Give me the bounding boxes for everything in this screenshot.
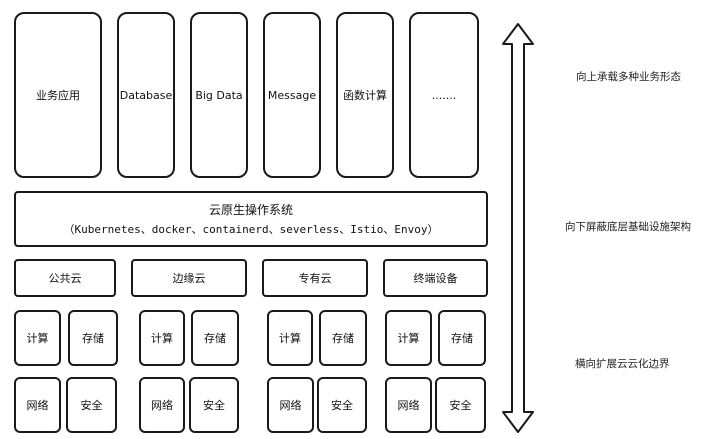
- public-cloud-network-box: 网络: [14, 377, 61, 433]
- cloud-native-os-box: 云原生操作系统 （Kubernetes、docker、containerd、se…: [14, 191, 488, 247]
- private-cloud-security-box: 安全: [317, 377, 367, 433]
- network-label: 网络: [151, 399, 173, 412]
- edge-cloud-security-box: 安全: [189, 377, 239, 433]
- private-cloud-box: 专有云: [262, 259, 368, 297]
- terminal-device-label: 终端设备: [413, 272, 458, 285]
- ellipsis-label: .......: [431, 88, 457, 102]
- compute-label: 计算: [26, 332, 49, 345]
- message-box: Message: [263, 12, 321, 178]
- os-subtitle: （Kubernetes、docker、containerd、severless、…: [63, 223, 439, 236]
- terminal-device-network-box: 网络: [385, 377, 432, 433]
- terminal-device-compute-box: 计算: [385, 310, 432, 366]
- storage-label: 存储: [82, 332, 104, 345]
- business-app-label: 业务应用: [36, 89, 80, 102]
- storage-label: 存储: [451, 332, 473, 345]
- terminal-device-box: 终端设备: [383, 259, 488, 297]
- edge-cloud-compute-box: 计算: [139, 310, 185, 366]
- edge-cloud-network-box: 网络: [139, 377, 185, 433]
- function-compute-label: 函数计算: [343, 89, 387, 102]
- public-cloud-storage-box: 存储: [68, 310, 118, 366]
- label-upward-support: 向上承载多种业务形态: [576, 71, 681, 83]
- os-title: 云原生操作系统: [208, 203, 293, 217]
- public-cloud-security-box: 安全: [66, 377, 117, 433]
- storage-label: 存储: [332, 332, 354, 345]
- security-label: 安全: [203, 399, 225, 412]
- security-label: 安全: [80, 399, 103, 412]
- public-cloud-label: 公共云: [48, 272, 82, 285]
- double-headed-arrow-icon: [502, 23, 534, 433]
- message-label: Message: [267, 88, 317, 102]
- network-label: 网络: [397, 399, 420, 412]
- public-cloud-box: 公共云: [14, 259, 116, 297]
- security-label: 安全: [331, 399, 353, 412]
- private-cloud-label: 专有云: [298, 272, 332, 285]
- compute-label: 计算: [397, 332, 420, 345]
- label-horizontal-expand: 横向扩展云云化边界: [575, 358, 670, 370]
- terminal-device-storage-box: 存储: [438, 310, 486, 366]
- private-cloud-network-box: 网络: [267, 377, 314, 433]
- compute-label: 计算: [151, 332, 173, 345]
- big-data-box: Big Data: [190, 12, 248, 178]
- public-cloud-compute-box: 计算: [14, 310, 61, 366]
- big-data-label: Big Data: [195, 88, 243, 102]
- business-app-box: 业务应用: [14, 12, 102, 178]
- compute-label: 计算: [279, 332, 301, 345]
- security-label: 安全: [449, 399, 472, 412]
- storage-label: 存储: [204, 332, 226, 345]
- edge-cloud-label: 边缘云: [172, 272, 206, 285]
- function-compute-box: 函数计算: [336, 12, 394, 178]
- edge-cloud-storage-box: 存储: [191, 310, 239, 366]
- label-downward-shield: 向下屏蔽底层基础设施架构: [565, 221, 691, 233]
- private-cloud-storage-box: 存储: [319, 310, 367, 366]
- database-label: Database: [119, 88, 173, 102]
- database-box: Database: [117, 12, 175, 178]
- private-cloud-compute-box: 计算: [267, 310, 313, 366]
- ellipsis-box: .......: [409, 12, 479, 178]
- network-label: 网络: [279, 399, 302, 412]
- terminal-device-security-box: 安全: [435, 377, 486, 433]
- network-label: 网络: [26, 399, 49, 412]
- edge-cloud-box: 边缘云: [131, 259, 247, 297]
